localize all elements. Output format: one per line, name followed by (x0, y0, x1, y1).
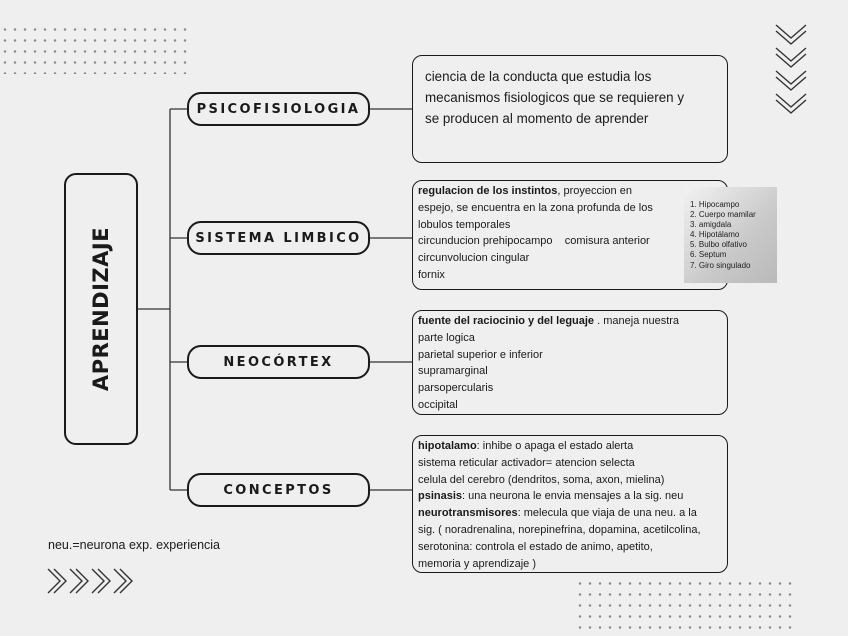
text-line: sig. ( noradrenalina, norepinefrina, dop… (418, 522, 723, 539)
text-line: fornix (418, 267, 723, 284)
chevron-down-icon (776, 25, 806, 44)
text-line: circunducion prehipocampo comisura anter… (418, 233, 723, 250)
bold-term: neurotransmisores (418, 507, 518, 519)
text-fragment: : inhibe o apaga el estado alerta (477, 440, 634, 452)
chevron-right-icons (46, 566, 142, 596)
root-label: APRENDIZAJE (89, 227, 113, 391)
chevron-down-icon (776, 94, 806, 113)
text-line: lobulos temporales (418, 217, 723, 234)
chevron-down-icon (776, 48, 806, 67)
bold-term: fuente del raciocinio y del leguaje (418, 315, 594, 327)
topic-conceptos: CONCEPTOS (187, 473, 370, 507)
sistema-limbico-description: regulacion de los instintos, proyeccion … (412, 180, 728, 290)
text-line: espejo, se encuentra en la zona profunda… (418, 200, 723, 217)
text-line: ciencia de la conducta que estudia los (425, 66, 717, 87)
chevron-right-icon (48, 569, 66, 593)
text-line: parte logica (418, 330, 723, 347)
bold-term: regulacion de los instintos (418, 185, 557, 197)
list-item: 7. Giro singulado (690, 261, 777, 271)
text-fragment: : melecula que viaja de una neu. a la (518, 507, 697, 519)
text-line: supramarginal (418, 363, 723, 380)
topic-neocortex: NEOCÓRTEX (187, 345, 370, 379)
chevron-down-icon (776, 71, 806, 90)
list-item: 3. amigdala (690, 220, 777, 230)
text-line: occipital (418, 397, 723, 414)
text-line: parietal superior e inferior (418, 347, 723, 364)
chevron-down-icons (773, 22, 809, 120)
topic-sistema-limbico: SISTEMA LIMBICO (187, 221, 370, 255)
text-line: fuente del raciocinio y del leguaje . ma… (418, 313, 723, 330)
bold-term: psinasis (418, 490, 462, 502)
text-line: neurotransmisores: melecula que viaja de… (418, 505, 723, 522)
chevron-right-icon (114, 569, 132, 593)
text-line: se producen al momento de aprender (425, 108, 717, 129)
list-item: 2. Cuerpo mamilar (690, 210, 777, 220)
list-item: 6. Septum (690, 250, 777, 260)
chevron-right-icon (70, 569, 88, 593)
text-line: sistema reticular activador= atencion se… (418, 455, 723, 472)
text-line: psinasis: una neurona le envia mensajes … (418, 488, 723, 505)
text-line: memoria y aprendizaje ) (418, 556, 723, 573)
topic-psicofisiologia: PSICOFISIOLOGIA (187, 92, 370, 126)
text-fragment: : una neurona le envia mensajes a la sig… (462, 490, 683, 502)
neocortex-description: fuente del raciocinio y del leguaje . ma… (412, 310, 728, 415)
abbreviation-footnote: neu.=neurona exp. experiencia (48, 538, 220, 552)
text-line: hipotalamo: inhibe o apaga el estado ale… (418, 438, 723, 455)
text-line: regulacion de los instintos, proyeccion … (418, 183, 723, 200)
text-line: circunvolucion cingular (418, 250, 723, 267)
conceptos-description: hipotalamo: inhibe o apaga el estado ale… (412, 435, 728, 573)
text-fragment: , proyeccion en (557, 185, 632, 197)
psicofisiologia-description: ciencia de la conducta que estudia los m… (412, 55, 728, 163)
text-line: parsopercularis (418, 380, 723, 397)
text-line: serotonina: controla el estado de animo,… (418, 539, 723, 556)
list-item: 5. Bulbo olfativo (690, 240, 777, 250)
chevron-right-icon (92, 569, 110, 593)
limbic-parts-list: 1. Hipocampo 2. Cuerpo mamilar 3. amigda… (684, 187, 777, 283)
text-line: celula del cerebro (dendritos, soma, axo… (418, 472, 723, 489)
list-item: 1. Hipocampo (690, 200, 777, 210)
list-item: 4. Hipotálamo (690, 230, 777, 240)
root-node-aprendizaje: APRENDIZAJE (64, 173, 138, 445)
text-fragment: . maneja nuestra (594, 315, 679, 327)
text-line: mecanismos fisiologicos que se requieren… (425, 87, 717, 108)
bold-term: hipotalamo (418, 440, 477, 452)
